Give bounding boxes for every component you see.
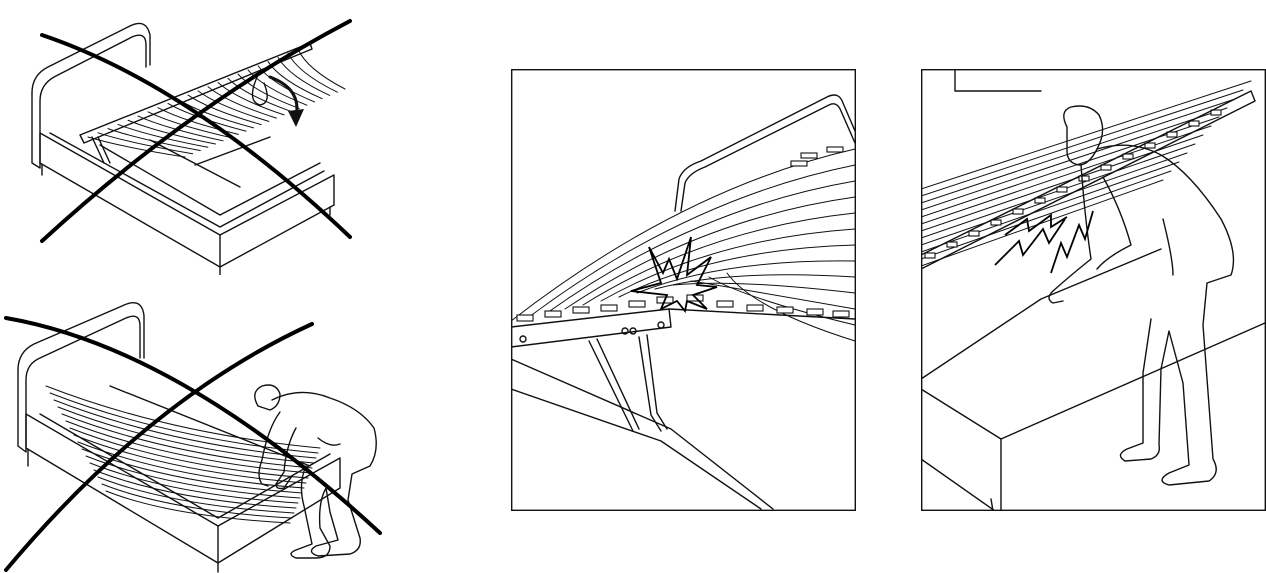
closeup-frame xyxy=(922,70,1266,511)
slat-cap xyxy=(517,315,533,321)
slat-cap xyxy=(1035,198,1045,203)
slat-cap xyxy=(969,231,979,236)
slat-cap xyxy=(801,153,817,158)
slat-group xyxy=(46,386,320,523)
slat xyxy=(298,49,345,89)
slat-cap xyxy=(1101,165,1111,170)
slat-cap xyxy=(629,301,645,307)
slat-cap xyxy=(807,309,823,315)
arrow-down-icon xyxy=(288,109,304,127)
slat-cap xyxy=(1123,154,1133,159)
slat-cap xyxy=(1013,209,1023,214)
panel-bed-lid-dropping xyxy=(20,5,360,275)
slat-cap xyxy=(601,305,617,311)
bed-press-drawing xyxy=(0,288,385,573)
prohibited-cross-icon xyxy=(42,35,350,237)
slat-cap xyxy=(1057,187,1067,192)
slat-cap xyxy=(925,253,935,258)
closeup-crack-drawing xyxy=(511,69,856,511)
panel-slat-crack-closeup xyxy=(511,69,856,511)
slat-cap xyxy=(1145,143,1155,148)
panel-bed-pressing-slats xyxy=(0,288,385,573)
slat-cap xyxy=(777,307,793,313)
closeup-person-drawing xyxy=(921,69,1266,511)
slat-cap xyxy=(791,161,807,166)
slat-cap xyxy=(545,311,561,317)
slat-cap xyxy=(947,242,957,247)
slat-cap xyxy=(833,311,849,317)
slat-cap xyxy=(717,301,733,307)
prohibited-cross-icon xyxy=(6,318,380,533)
slat-cap xyxy=(747,305,763,311)
slat-cap xyxy=(573,307,589,313)
panel-person-hit-by-lid xyxy=(921,69,1266,511)
slat-cap xyxy=(991,220,1001,225)
bed-lid-drawing xyxy=(20,5,360,275)
closeup-frame xyxy=(512,70,856,511)
slat-cap xyxy=(827,147,843,152)
slat-cap xyxy=(1079,176,1089,181)
